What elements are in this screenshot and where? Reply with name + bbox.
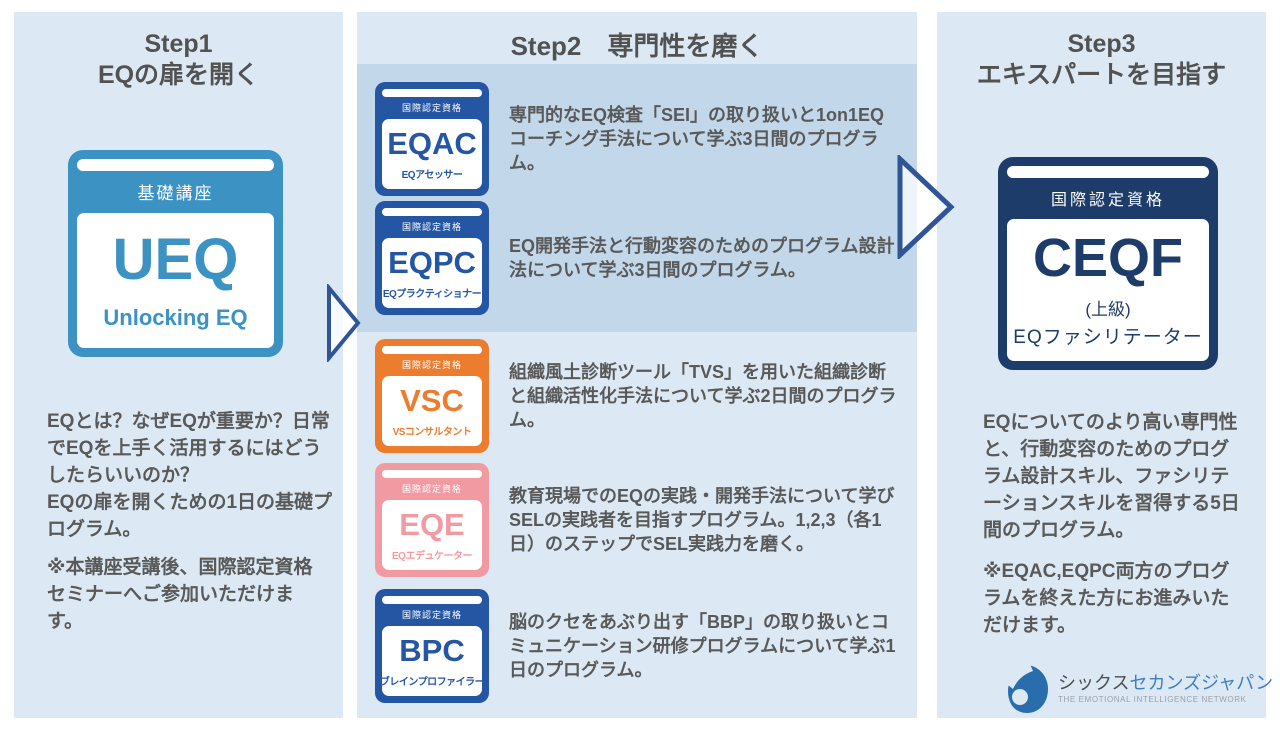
- badge-slot: [382, 346, 482, 354]
- badge-acronym: VSC: [400, 382, 464, 418]
- six-seconds-logo-icon: [1005, 662, 1048, 713]
- certification-description: 教育現場でのEQの実践・開発手法について学びSELの実践者を目指すプログラム。1…: [509, 485, 895, 555]
- badge-slot: [382, 470, 482, 478]
- certification-row: 国際認定資格 EQAC EQアセッサー 専門的なEQ検査「SEI」の取り扱いと1…: [375, 82, 901, 196]
- certification-row: 国際認定資格 EQE EQエデュケーター 教育現場でのEQの実践・開発手法につい…: [375, 463, 901, 577]
- ceqf-subtitle-line2: EQファシリテーター: [1013, 327, 1203, 348]
- badge-slot: [382, 89, 482, 97]
- badge-subtitle: VSコンサルタント: [392, 426, 472, 438]
- step1-title-line2: EQの扉を開く: [97, 60, 260, 89]
- ceqf-band-label: 国際認定資格: [1050, 192, 1165, 209]
- badge-slot: [77, 159, 274, 171]
- logo-tagline: THE EMOTIONAL INTELLIGENCE NETWORK: [1058, 695, 1247, 705]
- badge-acronym: BPC: [399, 632, 465, 668]
- badge-slot: [1007, 166, 1209, 178]
- step1-note: ※本講座受講後、国際認定資格セミナーへご参加いただけます。: [47, 557, 313, 632]
- step1-description: EQとは？なぜEQが重要か？日常でEQを上手く活用するにはどうしたらいいのか？ …: [47, 411, 333, 540]
- badge-subtitle: EQアセッサー: [401, 169, 463, 181]
- step1-title: Step1 EQの扉を開く: [14, 12, 343, 90]
- ueq-acronym: UEQ: [112, 226, 239, 292]
- badge-body: BPC ブレインプロファイラー: [379, 626, 485, 696]
- ceqf-badge: 国際認定資格 CEQF (上級) EQファシリテーター: [998, 157, 1218, 370]
- badge-band-label: 国際認定資格: [401, 484, 462, 494]
- badge-slot: [382, 596, 482, 604]
- certification-row: 国際認定資格 VSC VSコンサルタント 組織風土診断ツール「TVS」を用いた組…: [375, 339, 901, 453]
- six-seconds-logo: シックスセカンズジャパン THE EMOTIONAL INTELLIGENCE …: [1005, 662, 1273, 716]
- six-seconds-logo-text: シックスセカンズジャパン THE EMOTIONAL INTELLIGENCE …: [1058, 672, 1274, 705]
- step3-title-line2: エキスパートを目指す: [976, 60, 1227, 89]
- badge-band-label: 国際認定資格: [401, 222, 462, 232]
- badge-subtitle: EQエデュケーター: [392, 550, 472, 562]
- ceqf-badge-body: CEQF (上級) EQファシリテーター: [1007, 219, 1209, 361]
- ceqf-acronym: CEQF: [1032, 228, 1183, 288]
- badge-body: VSC VSコンサルタント: [382, 376, 482, 446]
- certification-badge: 国際認定資格 BPC ブレインプロファイラー: [375, 589, 489, 703]
- badge-body: EQE EQエデュケーター: [382, 500, 482, 570]
- badge-band-label: 国際認定資格: [401, 610, 462, 620]
- logo-name-blue: セカンズジャパン: [1129, 672, 1274, 693]
- badge-acronym: EQAC: [387, 125, 477, 161]
- arrow-step1-to-step2-icon: [327, 284, 361, 362]
- step1-panel: Step1 EQの扉を開く 基礎講座 UEQ Unlocking EQ EQとは…: [14, 12, 343, 718]
- certification-badge: 国際認定資格 EQAC EQアセッサー: [375, 82, 489, 196]
- ueq-subtitle: Unlocking EQ: [103, 304, 248, 330]
- step3-title-line1: Step3: [1067, 30, 1136, 58]
- certification-badge: 国際認定資格 EQE EQエデュケーター: [375, 463, 489, 577]
- badge-acronym: EQPC: [388, 244, 476, 280]
- step3-note: ※EQAC,EQPC両方のプログラムを終えた方にお進みいただけます。: [983, 561, 1230, 636]
- badge-subtitle: EQプラクティショナー: [382, 288, 482, 300]
- certification-description: 脳のクセをあぶり出す「BBP」の取り扱いとコミュニケーション研修プログラムについ…: [509, 611, 896, 681]
- certification-row: 国際認定資格 BPC ブレインプロファイラー 脳のクセをあぶり出す「BBP」の取…: [375, 589, 901, 703]
- step1-title-line1: Step1: [144, 30, 213, 58]
- certification-description: EQ開発手法と行動変容のためのプログラム設計法について学ぶ3日間のプログラム。: [509, 235, 895, 280]
- certification-row: 国際認定資格 EQPC EQプラクティショナー EQ開発手法と行動変容のためのプ…: [375, 201, 901, 315]
- badge-band-label: 国際認定資格: [401, 360, 462, 370]
- step2-title: Step2 専門性を磨く: [510, 31, 764, 61]
- ueq-band-label: 基礎講座: [137, 184, 214, 203]
- step3-description: EQについてのより高い専門性と、行動変容のためのプログラム設計スキル、ファシリテ…: [983, 412, 1240, 541]
- ceqf-subtitle-line1: (上級): [1085, 300, 1131, 319]
- certification-badge: 国際認定資格 VSC VSコンサルタント: [375, 339, 489, 453]
- certification-description: 専門的なEQ検査「SEI」の取り扱いと1on1EQコーチング手法について学ぶ3日…: [509, 104, 885, 174]
- logo-name-gray: シックス: [1058, 672, 1130, 693]
- ueq-badge: 基礎講座 UEQ Unlocking EQ: [68, 150, 283, 357]
- certification-description: 組織風土診断ツール「TVS」を用いた組織診断と組織活性化手法について学ぶ2日間の…: [509, 361, 897, 431]
- badge-band-label: 国際認定資格: [401, 103, 462, 113]
- step3-panel: Step3 エキスパートを目指す 国際認定資格 CEQF (上級) EQファシリ…: [937, 12, 1273, 718]
- badge-body: EQAC EQアセッサー: [382, 119, 482, 189]
- badge-body: EQPC EQプラクティショナー: [382, 238, 482, 308]
- certification-badge: 国際認定資格 EQPC EQプラクティショナー: [375, 201, 489, 315]
- step2-panel: Step2 専門性を磨く 国際認定資格 EQAC EQアセッサー 専門的なEQ検…: [357, 12, 917, 718]
- arrow-step2-to-step3-icon: [897, 155, 955, 259]
- ueq-badge-body: UEQ Unlocking EQ: [77, 213, 274, 348]
- badge-acronym: EQE: [399, 506, 465, 542]
- badge-slot: [382, 208, 482, 216]
- logo-name: シックスセカンズジャパン: [1058, 672, 1274, 694]
- step3-title: Step3 エキスパートを目指す: [937, 12, 1266, 90]
- badge-subtitle: ブレインプロファイラー: [379, 676, 485, 688]
